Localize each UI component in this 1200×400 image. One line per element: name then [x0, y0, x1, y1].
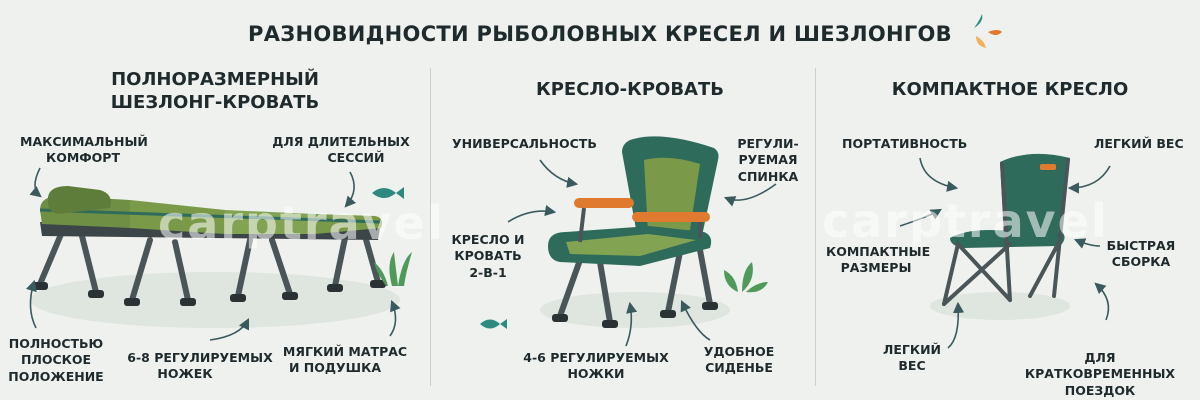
label-line: ПОЛОЖЕНИЕ [8, 368, 104, 384]
label-mattress: МЯГКИЙ МАТРАС И ПОДУШКА [280, 344, 410, 377]
label-two-in-one: КРЕСЛО И КРОВАТЬ 2-В-1 [446, 232, 530, 281]
watermark: carptravel [158, 196, 445, 250]
label-line: КОМФОРТ [46, 150, 120, 166]
label-line: ПОРТАТИВНОСТЬ [842, 136, 968, 151]
label-line: ЛЕГКИЙ [882, 342, 942, 357]
label-backrest: РЕГУЛИ- РУЕМАЯ СПИНКА [730, 136, 806, 185]
label-line: ПЛОСКОЕ [20, 352, 92, 368]
label-line: 6-8 РЕГУЛИРУЕМЫХ [127, 350, 273, 365]
section-title-compact-chair: КОМПАКТНОЕ КРЕСЛО [860, 78, 1160, 101]
grass-icon [374, 252, 412, 286]
label-line: 2-В-1 [469, 264, 507, 280]
label-chair-legs: 4-6 РЕГУЛИРУЕМЫХ НОЖКИ [516, 350, 676, 383]
label-quick-assembly: БЫСТРАЯ СБОРКА [1098, 238, 1184, 271]
label-bed-legs: 6-8 РЕГУЛИРУЕМЫХ НОЖЕК [120, 350, 280, 383]
label-line: БЫСТРАЯ [1106, 238, 1176, 253]
label-line: РЕГУЛИ- [737, 136, 799, 151]
label-line: РУЕМАЯ [738, 152, 798, 168]
label-line: ПОЛНОСТЬЮ [8, 336, 104, 351]
label-line: ДЛЯ ДЛИТЕЛЬНЫХ [272, 134, 410, 149]
section-title-armchair-bed: КРЕСЛО-КРОВАТЬ [480, 78, 780, 101]
label-line: КРОВАТЬ [454, 248, 522, 264]
label-max-comfort: МАКСИМАЛЬНЫЙ КОМФОРТ [20, 134, 148, 167]
label-line: МАКСИМАЛЬНЫЙ [20, 134, 148, 149]
compact-shadow [930, 292, 1070, 320]
label-line: МЯГКИЙ МАТРАС [282, 344, 408, 359]
section-title-line: КРЕСЛО-КРОВАТЬ [536, 79, 724, 100]
divider-left [430, 68, 431, 386]
compact-chair-illustration [942, 153, 1070, 306]
label-line: УДОБНОЕ [703, 344, 775, 359]
label-line: НОЖКИ [567, 366, 625, 382]
label-portable: ПОРТАТИВНОСТЬ [842, 136, 967, 152]
label-line: КРЕСЛО И [451, 232, 525, 247]
section-title-line: ШЕЗЛОНГ-КРОВАТЬ [110, 92, 320, 114]
bed-chair-illustration [32, 186, 386, 306]
label-line: УНИВЕРСАЛЬНОСТЬ [452, 136, 597, 151]
section-title-line: ПОЛНОРАЗМЕРНЫЙ [111, 69, 319, 90]
label-line: НОЖЕК [157, 366, 213, 382]
label-universal: УНИВЕРСАЛЬНОСТЬ [452, 136, 597, 152]
label-line: СИДЕНЬЕ [705, 360, 773, 376]
label-line: СБОРКА [1111, 254, 1171, 270]
label-line: ВЕС [898, 358, 926, 374]
divider-right [815, 68, 816, 386]
label-line: 4-6 РЕГУЛИРУЕМЫХ [523, 350, 669, 365]
label-light-weight-top: ЛЕГКИЙ ВЕС [1094, 136, 1184, 152]
label-light-weight-bottom: ЛЕГКИЙ ВЕС [880, 342, 944, 375]
label-line: ПОЕЗДОК [1064, 382, 1136, 398]
label-line: И ПОДУШКА [288, 360, 381, 376]
label-line: СПИНКА [737, 168, 799, 184]
logo-leaves-icon [974, 14, 1002, 48]
label-short-trips: ДЛЯ КРАТКОВРЕМЕННЫХ ПОЕЗДОК [1010, 350, 1190, 399]
fish-icon [372, 187, 404, 199]
page-title: РАЗНОВИДНОСТИ РЫБОЛОВНЫХ КРЕСЕЛ И ШЕЗЛОН… [248, 22, 952, 46]
label-long-sessions: ДЛЯ ДЛИТЕЛЬНЫХ СЕССИЙ [270, 134, 412, 167]
section-title-line: КОМПАКТНОЕ КРЕСЛО [891, 79, 1129, 100]
section-title-bed-chair: ПОЛНОРАЗМЕРНЫЙ ШЕЗЛОНГ-КРОВАТЬ [60, 68, 370, 115]
label-line: ДЛЯ КРАТКОВРЕМЕННЫХ [1024, 350, 1176, 382]
watermark-2: carptravel [822, 194, 1109, 248]
bed-shadow [30, 272, 400, 328]
label-line: ЛЕГКИЙ ВЕС [1094, 136, 1184, 151]
plant-icon [724, 262, 768, 293]
fish-icon-2 [480, 319, 507, 329]
label-line: КОМПАКТНЫЕ [826, 244, 931, 259]
label-seat: УДОБНОЕ СИДЕНЬЕ [696, 344, 782, 377]
label-line: РАЗМЕРЫ [840, 260, 912, 276]
label-line: СЕССИЙ [327, 150, 385, 166]
label-compact-size: КОМПАКТНЫЕ РАЗМЕРЫ [826, 244, 931, 277]
armchair-illustration [548, 136, 719, 328]
label-flat-position: ПОЛНОСТЬЮ ПЛОСКОЕ ПОЛОЖЕНИЕ [8, 336, 104, 385]
